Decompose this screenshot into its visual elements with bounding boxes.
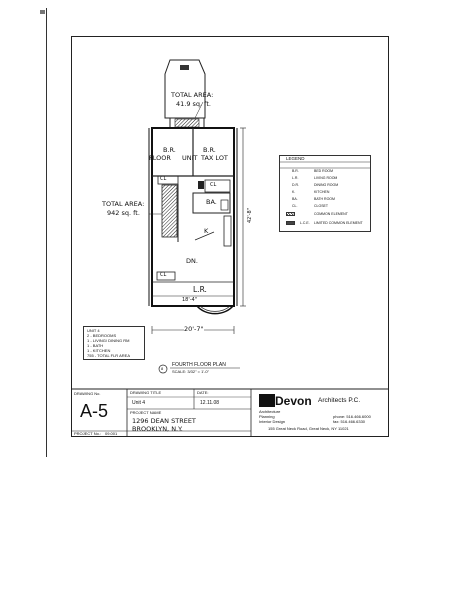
legend-item: D.R. DINING ROOM [280,182,370,190]
legend-label: LIVING ROOM [314,176,338,180]
room-closet-3: CL [160,272,167,278]
legend-abbr: L.R. [292,176,299,180]
firm-fax: fax: 516.466.6330 [333,419,366,424]
firm-suffix: Architects P.C. [318,397,361,404]
bottom-bay [196,305,234,315]
legend-label: BATH ROOM [314,197,335,201]
total-area-left-value: 942 sq. ft. [107,209,140,217]
drawing-title-label: DRAWING TITLE [130,390,162,395]
legend-label: KITCHEN [314,190,330,194]
project-no: 09.001 [105,431,118,436]
firm-address: 155 Great Neck Road, Great Neck, NY 1102… [268,426,349,431]
stair-hatch [161,184,178,238]
total-area-left-label: TOTAL AREA: [102,200,145,208]
legend-item: L.R. LIVING ROOM [280,175,370,183]
room-closet-2: CL [210,182,217,188]
unit-info-box: UNIT 4 2 - BEDROOMS 1 - LIVING/ DINING R… [83,326,145,360]
room-dining: DN. [186,257,198,265]
legend-label: BED ROOM [314,169,334,173]
project-name-line-1: 1296 DEAN STREET [132,417,196,425]
firm-name: Devon [275,393,312,408]
project-name-label: PROJECT NAME [130,410,162,415]
room-tax-lot-label: TAX LOT [201,154,228,162]
legend-abbr: CL. [292,204,298,208]
caption-number: 8 [161,366,164,371]
unit-info-line: 755 - TOTAL FLR AREA [87,353,130,358]
total-area-top-value: 41.9 sq. ft. [176,100,211,108]
limited-common-swatch [286,221,295,225]
project-name-line-2: BROOKLYN, N.Y. [132,425,183,433]
legend-box: LEGEND B.R. BED ROOM L.R. LIVING ROOM D.… [279,155,371,232]
room-bath: BA. [206,198,217,206]
top-vent [180,65,189,70]
drawing-title: Unit 4 [132,400,146,406]
dim-lr-width: 18'-4" [182,297,198,303]
legend-title: LEGEND [286,156,305,161]
legend-item: BA. BATH ROOM [280,196,370,204]
sheet-border [71,36,389,437]
room-floor-label: FLOOR [149,154,171,162]
date-label: DATE: [197,390,209,395]
dim-bottom: 20'-7" [184,325,204,333]
balcony-hatch [174,118,200,128]
firm-logo-mark [259,394,275,408]
unit-info-line: 2 - BEDROOMS [87,333,117,338]
legend-abbr: BA. [292,197,298,201]
legend-item: B.R. BED ROOM [280,168,370,176]
room-unit-label: UNIT [182,154,198,162]
firm-service: Architecture [259,409,281,414]
room-kitchen: K [204,227,209,235]
dim-right-side: 42'-8" [247,207,253,223]
project-no-label: PROJECT No.: [74,431,102,436]
drawing-number: A-5 [80,401,109,421]
total-area-top-label: TOTAL AREA: [171,91,214,99]
legend-item: CL. CLOSET [280,203,370,211]
firm-phone: phone: 516.466.6000 [333,414,371,419]
common-element-swatch [286,212,295,216]
legend-abbr: B.R. [292,169,299,173]
plan-caption-scale: SCALE: 3/32" = 1'-0" [172,369,210,374]
unit-info-line: UNIT 4 [87,328,100,333]
legend-item: L.C.E. LIMITED COMMON ELEMENT [280,220,370,228]
plan-caption: FOURTH FLOOR PLAN [172,362,226,368]
legend-item: COMMON ELEMENT [280,211,370,219]
legend-abbr: K. [292,190,296,194]
unit-info-line: 1 - KITCHEN [87,348,111,353]
unit-info-line: 1 - BATH [87,343,104,348]
legend-abbr: D.R. [292,183,299,187]
room-closet-1: CL [160,176,167,182]
legend-label: COMMON ELEMENT [314,212,348,216]
firm-logo: Devon [259,392,312,410]
room-br-left: B.R. [163,146,176,154]
firm-service: Planning [259,414,275,419]
legend-item: K. KITCHEN [280,189,370,197]
room-living: L.R. [193,285,207,294]
date-value: 12.11.08 [200,400,220,406]
legend-label: DINING ROOM [314,183,339,187]
legend-label: LIMITED COMMON ELEMENT [314,221,363,225]
unit-info-line: 1 - LIVING/ DINING RM [87,338,130,343]
scan-mark [40,10,45,14]
legend-label: CLOSET [314,204,329,208]
drawing-no-label: DRAWING No. [74,391,101,396]
firm-service: Interior Design [259,419,286,424]
top-bay-outline [164,59,206,119]
room-br-right: B.R. [203,146,216,154]
legend-abbr: L.C.E. [300,221,310,225]
scan-margin-line [46,8,47,457]
